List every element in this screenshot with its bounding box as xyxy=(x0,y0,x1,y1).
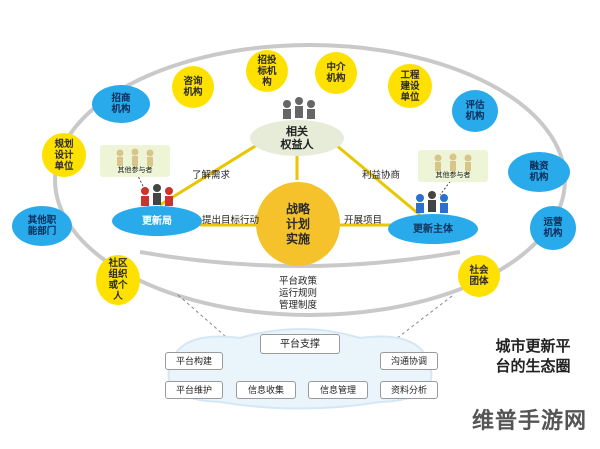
participants-label: 其他参与者 xyxy=(435,171,471,179)
bureau-people-icon xyxy=(141,184,173,206)
platform-item-communicate: 沟通协调 xyxy=(380,352,438,370)
platform-item-maintain: 平台维护 xyxy=(165,381,223,399)
node-other-dept: 其他职 能部门 xyxy=(12,206,72,246)
node-planning: 规划 设计 单位 xyxy=(42,133,86,177)
node-construction: 工程 建设 单位 xyxy=(388,64,432,108)
platform-item-manage: 信息管理 xyxy=(308,381,368,399)
platform-item-collect: 信息收集 xyxy=(236,381,296,399)
node-operation: 运营 机构 xyxy=(530,206,576,250)
arrow-right-platform xyxy=(391,295,453,343)
watermark: 维普手游网 xyxy=(471,409,587,434)
stakeholder-people-icon xyxy=(283,97,315,119)
node-stakeholders: 相关 权益人 xyxy=(250,120,344,156)
node-investment: 招商 机构 xyxy=(92,85,150,123)
node-social: 社会 团体 xyxy=(458,255,500,297)
subject-people-icon xyxy=(416,191,448,213)
node-evaluation: 评估 机构 xyxy=(452,90,498,132)
label-understand-needs: 了解需求 xyxy=(192,170,231,181)
node-renewal-subject: 更新主体 xyxy=(388,214,478,244)
participants-icon xyxy=(434,153,472,171)
connector-stakeholder-bureau xyxy=(159,138,266,207)
node-renewal-bureau: 更新局 xyxy=(112,206,202,236)
connector-stakeholder-subject xyxy=(329,138,421,217)
platform-item-analyze: 资料分析 xyxy=(380,381,438,399)
node-consult: 咨询 机构 xyxy=(172,66,214,108)
platform-item-build: 平台构建 xyxy=(165,352,223,370)
participants-card-right: 其他参与者 xyxy=(418,150,488,182)
policy-text: 平台政策 运行规则 管理制度 xyxy=(278,276,317,311)
node-agency: 中介 机构 xyxy=(315,52,357,94)
node-financing: 融资 机构 xyxy=(508,152,570,192)
label-propose-goals: 提出目标行动 xyxy=(202,215,260,226)
platform-support: 平台支撑 xyxy=(260,334,340,354)
node-strategy: 战略 计划 实施 xyxy=(256,182,340,266)
participants-icon xyxy=(116,148,154,166)
node-community: 社区 组织 或个 人 xyxy=(96,255,140,305)
participants-card-left: 其他参与者 xyxy=(100,145,170,177)
node-bidding: 招投 标机 构 xyxy=(246,50,288,92)
label-launch-projects: 开展项目 xyxy=(344,215,383,226)
label-benefit-negotiation: 利益协商 xyxy=(362,170,401,181)
participants-label: 其他参与者 xyxy=(117,166,153,174)
inner-arc xyxy=(139,250,461,268)
diagram-title: 城市更新平 台的生态圈 xyxy=(495,337,571,375)
